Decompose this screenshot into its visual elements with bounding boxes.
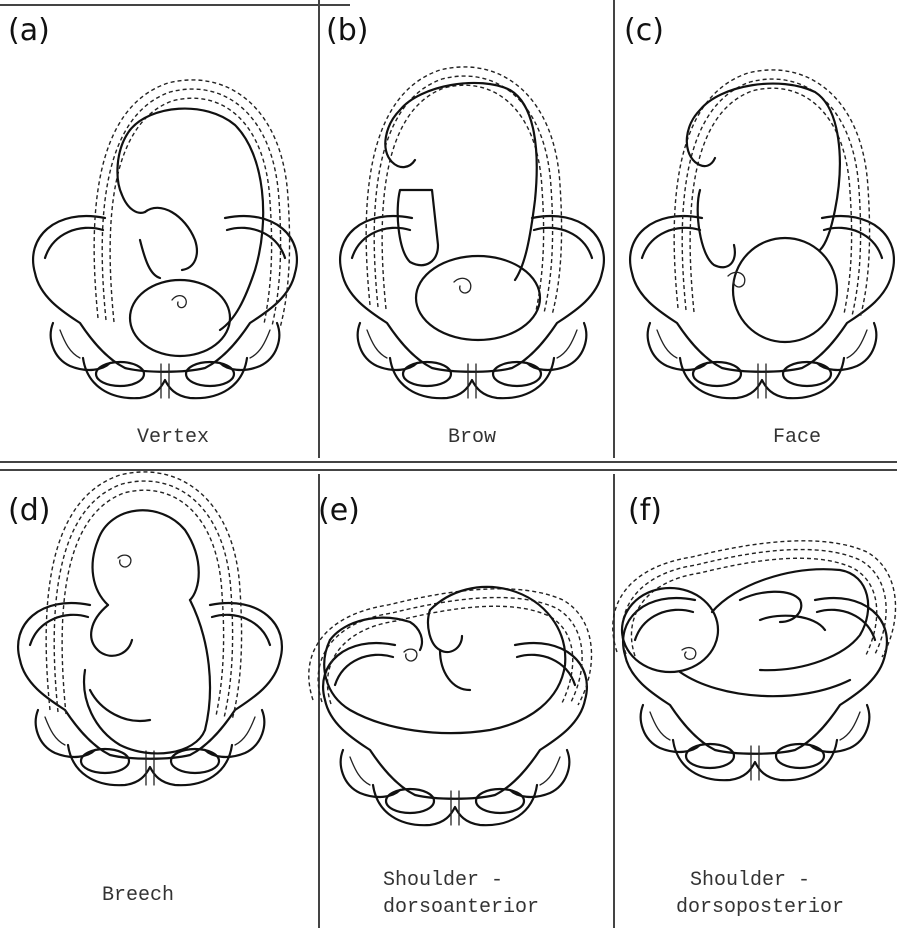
- caption: Brow: [448, 426, 496, 449]
- panel-letter: (b): [326, 13, 368, 48]
- uterus-outline: [94, 80, 289, 328]
- caption: Breech: [102, 884, 174, 907]
- fetus-drawing: [324, 587, 565, 733]
- panel-shoulder-dorsoposterior: (f) Shoulder - dorsoposterior: [613, 493, 896, 919]
- caption-line-2: dorsoanterior: [383, 896, 539, 919]
- caption: Vertex: [137, 426, 209, 449]
- panel-letter: (e): [318, 493, 360, 528]
- caption-line-1: Shoulder -: [383, 869, 503, 892]
- panel-face: (c) Face: [624, 13, 894, 449]
- uterus-outline: [46, 472, 241, 720]
- uterus-outline: [613, 541, 896, 657]
- pelvis-drawing: [340, 216, 604, 398]
- panel-breech: (d) Breech: [8, 472, 282, 907]
- panel-shoulder-dorsoanterior: (e) Shoulder - dorsoanterior: [309, 493, 592, 919]
- caption: Face: [773, 426, 821, 449]
- panel-vertex: (a) Vertex: [8, 13, 297, 449]
- fetus-drawing: [622, 569, 868, 696]
- fetus-drawing: [385, 83, 540, 340]
- panel-letter: (c): [624, 13, 664, 48]
- panel-brow: (b) Brow: [326, 13, 604, 449]
- fetus-drawing: [117, 109, 263, 356]
- fetus-drawing: [84, 510, 210, 753]
- caption-line-2: dorsoposterior: [676, 896, 844, 919]
- panel-letter: (f): [628, 493, 662, 528]
- pelvis-drawing: [33, 216, 297, 398]
- fetus-drawing: [687, 84, 840, 342]
- caption-line-1: Shoulder -: [690, 869, 810, 892]
- panel-letter: (d): [8, 493, 50, 528]
- pelvis-drawing: [18, 603, 282, 785]
- panel-letter: (a): [8, 13, 50, 48]
- pelvis-drawing: [623, 598, 887, 780]
